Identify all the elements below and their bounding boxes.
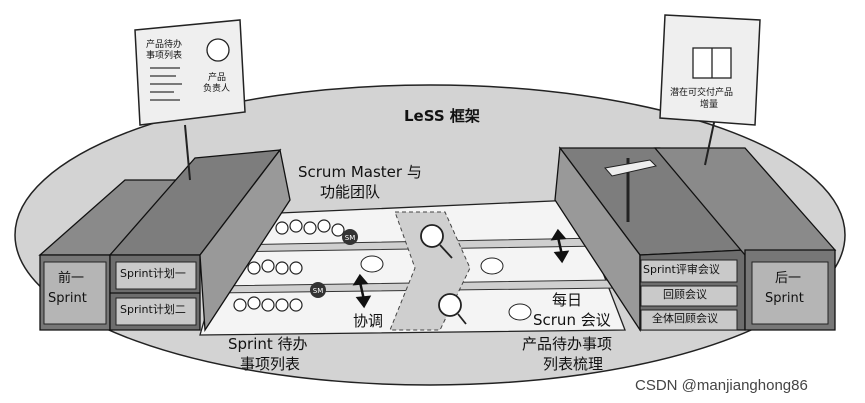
scrum-master-icon bbox=[342, 229, 358, 245]
increment-sign-line-2: 增量 bbox=[700, 100, 719, 110]
speech-bubble-icon bbox=[360, 255, 384, 273]
po-sign-role-2: 负责人 bbox=[203, 84, 231, 94]
magnifier-icon bbox=[438, 293, 467, 325]
planning-block-side bbox=[199, 148, 291, 332]
prev-sprint-line-2: Sprint bbox=[48, 291, 87, 306]
speech-bubble-icon bbox=[508, 303, 532, 321]
team-figures bbox=[233, 219, 345, 312]
prev-sprint-line-1: 前一 bbox=[58, 271, 85, 286]
po-sign-heading-1: 产品待办 bbox=[146, 40, 183, 50]
team-label-line-1: Scrum Master 与 bbox=[298, 163, 422, 181]
sprint-planning-one: Sprint计划一 bbox=[120, 267, 186, 280]
retrospective-meeting: 回顾会议 bbox=[663, 288, 707, 301]
watermark: CSDN @manjianghong86 bbox=[635, 377, 808, 394]
planning-panel-2 bbox=[115, 297, 197, 326]
prev-sprint-panel bbox=[43, 261, 107, 325]
framework-title: LeSS 框架 bbox=[404, 107, 480, 125]
sm-badge: SM bbox=[345, 234, 355, 242]
refinement-line-2: 列表梳理 bbox=[543, 355, 604, 373]
po-sign-heading-2: 事项列表 bbox=[146, 51, 183, 61]
double-arrow-icon bbox=[352, 273, 372, 309]
double-arrow-icon bbox=[550, 228, 570, 264]
meeting-panel-3 bbox=[640, 309, 738, 331]
increment-sign-pole bbox=[704, 117, 716, 166]
coordinate-label: 协调 bbox=[353, 312, 384, 330]
sprint-backlog-line-2: 事项列表 bbox=[240, 355, 301, 373]
increment-sign-line-1: 潜在可交付产品 bbox=[670, 88, 734, 98]
daily-scrum-line-1: 每日 bbox=[552, 291, 583, 309]
signpost-arrow bbox=[604, 159, 657, 177]
meeting-panel-2 bbox=[640, 285, 738, 307]
meeting-panel-1 bbox=[640, 259, 738, 283]
speech-bubble-icon bbox=[480, 257, 504, 275]
po-sign-role-1: 产品 bbox=[208, 73, 227, 83]
sprint-backlog-line-1: Sprint 待办 bbox=[228, 335, 308, 353]
next-sprint-panel bbox=[751, 261, 829, 325]
sprint-review-meeting: Sprint评审会议 bbox=[643, 263, 720, 276]
team-label-line-2: 功能团队 bbox=[320, 183, 381, 201]
magnifier-icon bbox=[420, 224, 453, 259]
refinement-line-1: 产品待办事项 bbox=[522, 335, 613, 353]
backlog-lines-icon bbox=[150, 67, 182, 101]
next-sprint-line-2: Sprint bbox=[765, 291, 804, 306]
sm-badge: SM bbox=[313, 287, 323, 295]
scrum-master-icon bbox=[310, 282, 326, 298]
planning-panel-1 bbox=[115, 261, 197, 290]
daily-scrum-line-2: Scrun 会议 bbox=[533, 311, 611, 329]
po-sign bbox=[134, 19, 246, 126]
next-sprint-line-1: 后一 bbox=[775, 271, 802, 286]
overall-retrospective: 全体回顾会议 bbox=[652, 312, 718, 325]
sprint-planning-two: Sprint计划二 bbox=[120, 303, 186, 316]
po-sign-pole bbox=[184, 124, 191, 181]
product-owner-icon bbox=[206, 38, 230, 62]
